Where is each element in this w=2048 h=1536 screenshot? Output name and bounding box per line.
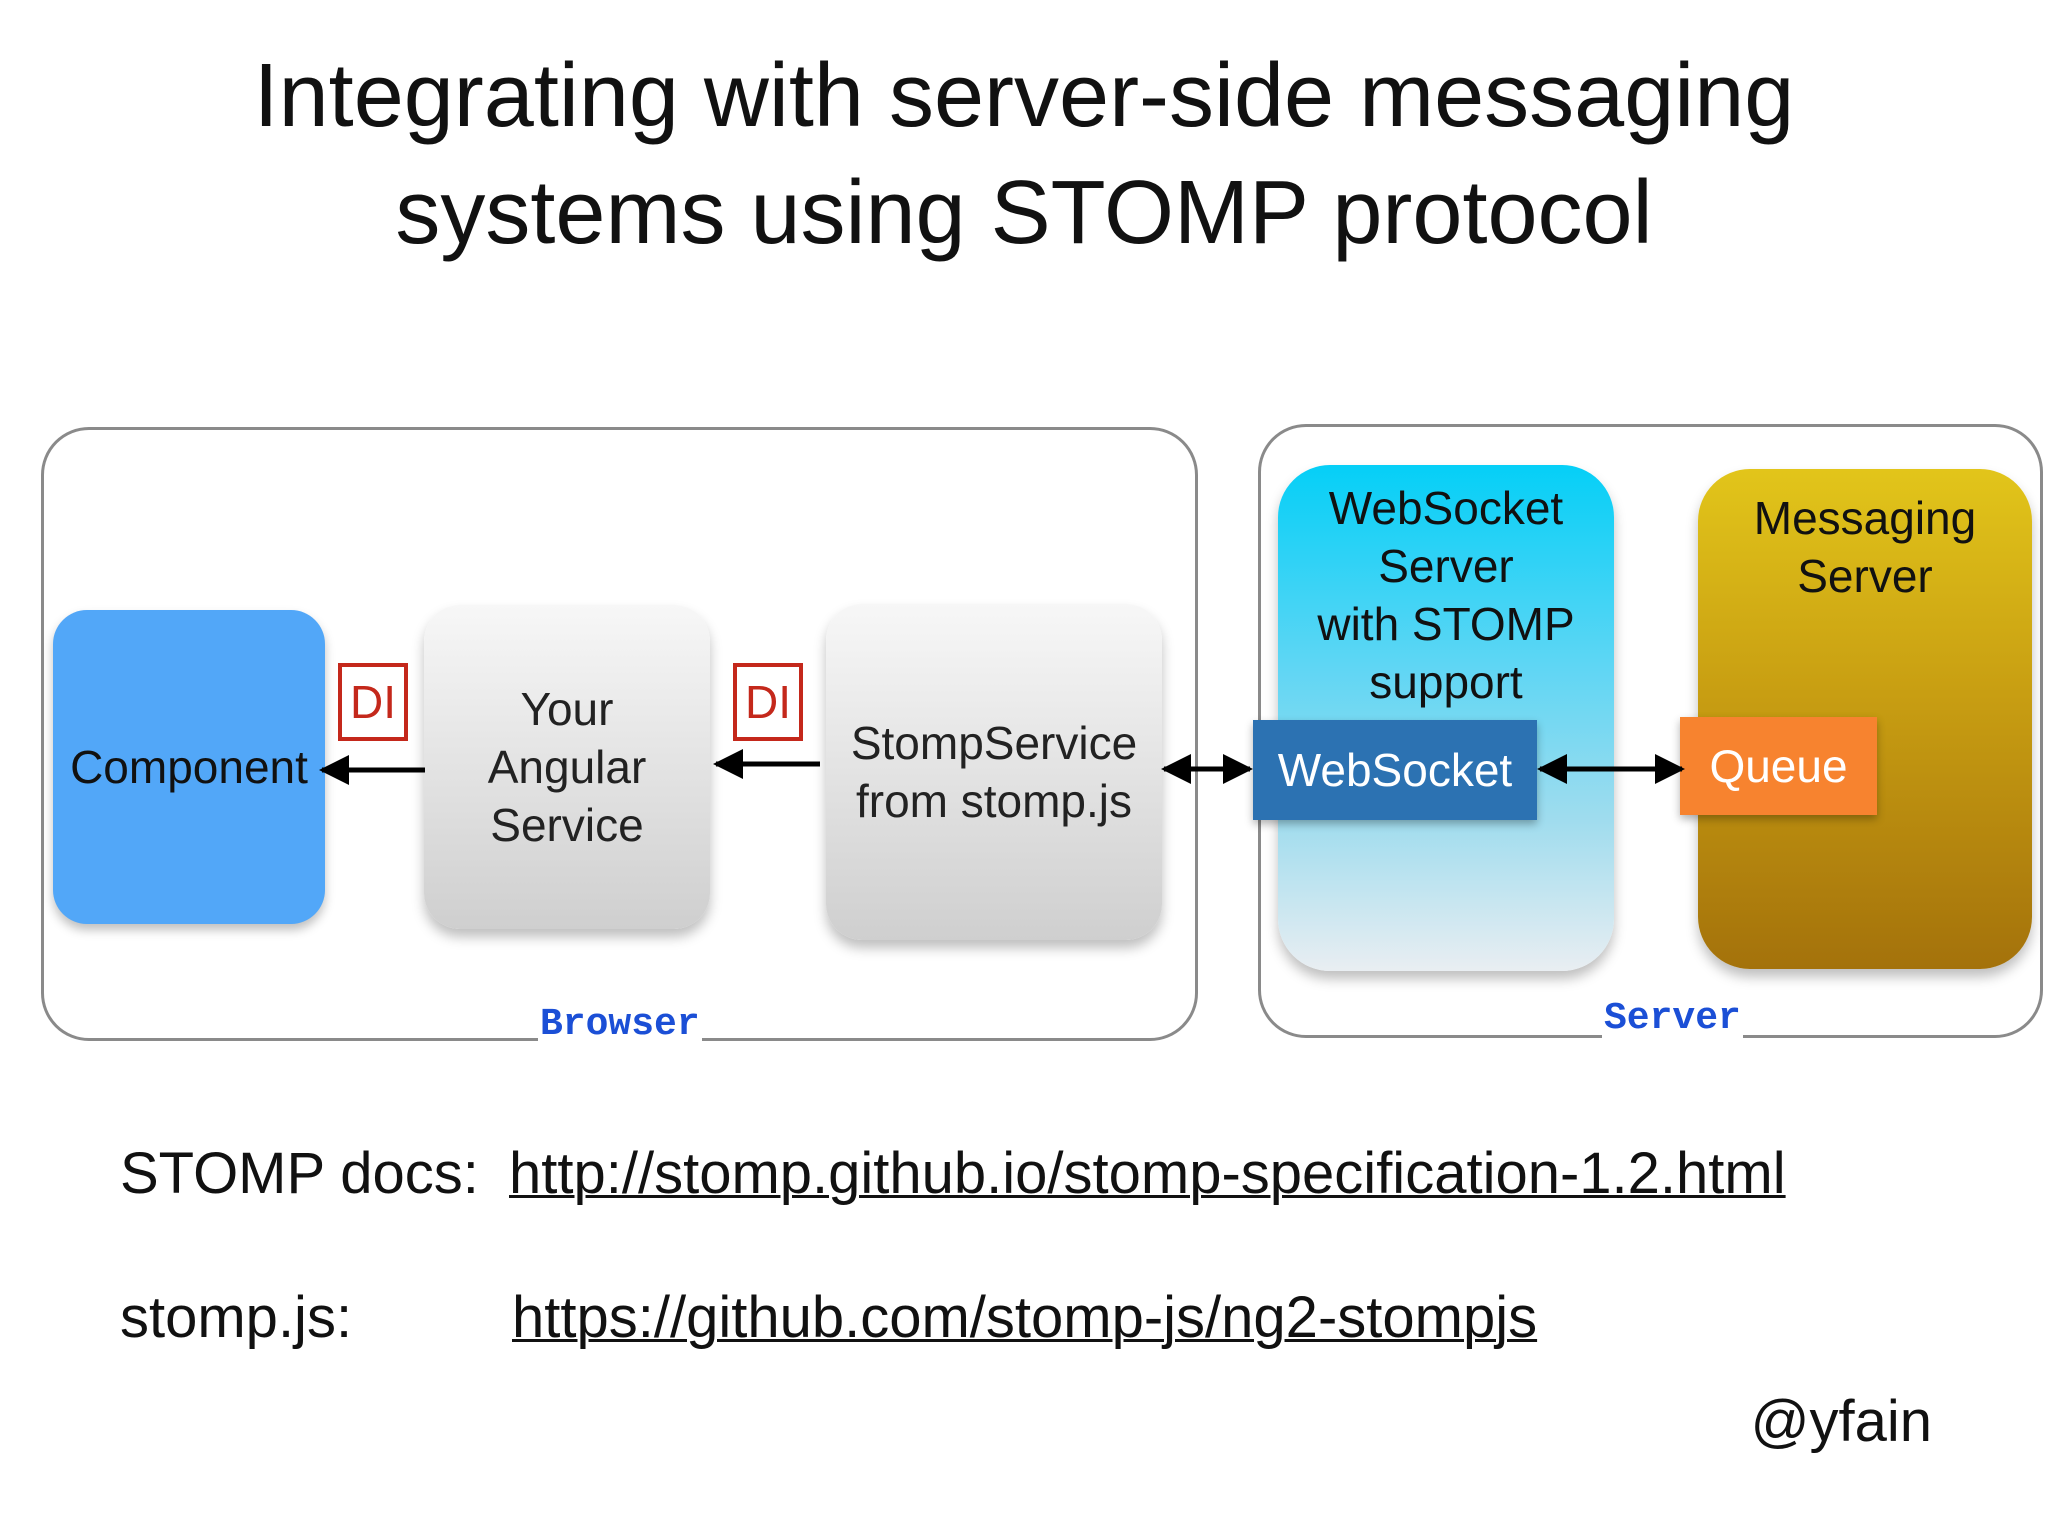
websocket-box: WebSocket (1253, 720, 1537, 820)
di-badge-component: DI (338, 663, 408, 741)
stomp-docs-link[interactable]: http://stomp.github.io/stomp-specificati… (509, 1141, 1786, 1206)
server-group-label: Server (1602, 997, 1743, 1041)
messaging-server-line-1: Messaging (1753, 492, 1977, 544)
stompjs-label: stomp.js: (120, 1285, 353, 1350)
slide-title-line-1: Integrating with server-side messaging (253, 46, 1795, 146)
di-badge-angular-service: DI (733, 663, 803, 741)
messaging-server-line-2: Server (1797, 550, 1933, 602)
slide-title-line-2: systems using STOMP protocol (395, 163, 1653, 263)
queue-box: Queue (1680, 717, 1877, 815)
angular-service-line-3: Service (490, 799, 644, 851)
browser-group-label: Browser (538, 1003, 702, 1047)
angular-service-line-1: Your (520, 683, 614, 735)
angular-service-line-2: Angular (487, 741, 647, 793)
websocket-server-line-2: Server (1378, 540, 1514, 592)
websocket-server-line-1: WebSocket (1328, 482, 1564, 534)
author-handle: @yfain (1750, 1389, 1932, 1454)
slide-title: Integrating with server-side messaging s… (0, 38, 2048, 272)
angular-service-node: Your Angular Service (424, 605, 710, 929)
stomp-service-line-1: StompService (850, 717, 1138, 769)
stomp-docs-label: STOMP docs: (120, 1141, 479, 1206)
websocket-server-node: WebSocket Server with STOMP support (1278, 465, 1614, 971)
websocket-server-line-3: with STOMP (1317, 598, 1575, 650)
stomp-service-node: StompService from stomp.js (826, 604, 1162, 940)
stomp-service-line-2: from stomp.js (855, 775, 1133, 827)
websocket-server-line-4: support (1369, 656, 1523, 708)
stompjs-link[interactable]: https://github.com/stomp-js/ng2-stompjs (512, 1285, 1538, 1350)
component-node: Component (53, 610, 325, 924)
component-node-label: Component (70, 741, 308, 793)
